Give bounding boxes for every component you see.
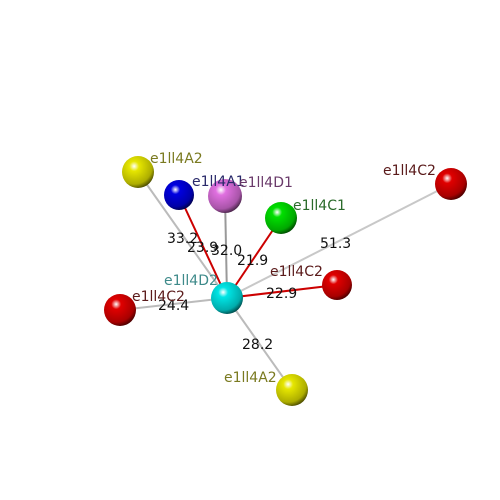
distance-label-red-mid: 22.9 xyxy=(266,286,297,302)
atom-sphere-yellow-top[interactable] xyxy=(122,156,154,188)
distance-label-yellow-top: 33.2 xyxy=(167,231,198,247)
atom-sphere-yellow-bottom[interactable] xyxy=(276,374,308,406)
atom-sphere-red-far[interactable] xyxy=(435,168,467,200)
distance-label-red-far: 51.3 xyxy=(320,236,351,252)
atom-label-yellow-bottom: e1ll4A2 xyxy=(224,370,277,386)
atom-sphere-red-left[interactable] xyxy=(104,294,136,326)
bond-line-yellow-bottom xyxy=(226,297,293,391)
bond-line-blue xyxy=(178,194,228,299)
atom-label-yellow-top: e1ll4A2 xyxy=(150,151,203,167)
atom-label-violet: e1ll4D1 xyxy=(239,175,293,191)
atoms-layer xyxy=(104,156,467,406)
atom-label-center: e1ll4D2 xyxy=(164,273,218,289)
atom-label-red-left: e1ll4C2 xyxy=(132,289,185,305)
bond-line-violet xyxy=(224,195,228,299)
bond-line-red-left xyxy=(119,297,228,311)
distance-label-green: 21.9 xyxy=(237,253,268,269)
atom-sphere-blue[interactable] xyxy=(164,180,194,210)
atom-label-blue: e1ll4A1 xyxy=(192,174,245,190)
labels-layer: 33.223.932.021.9 51.3 22.9 24.4 28.2 e1ll4A2 e… xyxy=(132,151,436,386)
bond-line-yellow-top xyxy=(137,171,228,299)
atom-sphere-violet[interactable] xyxy=(208,179,242,213)
atom-label-red-far: e1ll4C2 xyxy=(383,163,436,179)
distance-label-yellow-bottom: 28.2 xyxy=(242,337,273,353)
atom-sphere-green[interactable] xyxy=(265,202,297,234)
distance-label-violet: 32.0 xyxy=(211,243,242,259)
bond-line-red-far xyxy=(226,183,452,299)
atom-sphere-red-mid[interactable] xyxy=(322,270,352,300)
atom-label-red-mid: e1ll4C2 xyxy=(270,264,323,280)
bonds-layer xyxy=(119,171,452,391)
distance-label-blue: 23.9 xyxy=(187,240,218,256)
bond-line-red-mid xyxy=(226,284,338,299)
bond-line-green xyxy=(226,217,282,299)
distance-label-red-left: 24.4 xyxy=(158,298,189,314)
atom-sphere-center[interactable] xyxy=(211,282,243,314)
atom-label-green: e1ll4C1 xyxy=(293,198,346,214)
